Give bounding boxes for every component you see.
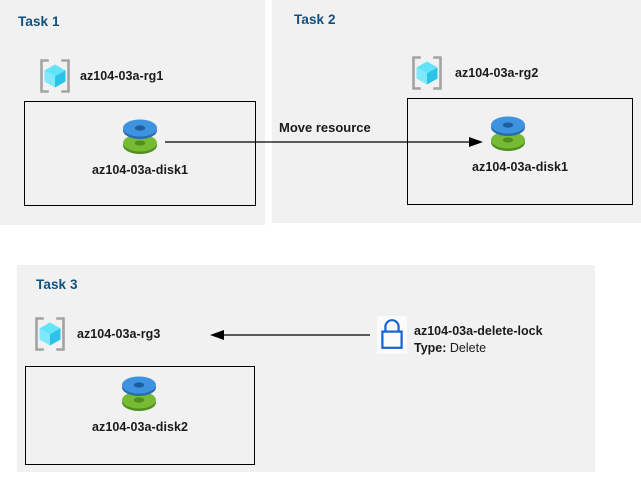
task1-resource-group-label: az104-03a-rg1 [80,69,164,83]
task1-disk-label: az104-03a-disk1 [92,163,188,177]
managed-disk-icon [119,116,161,156]
lock-icon [377,316,407,354]
delete-lock-type-value: Delete [449,341,487,355]
resource-group-icon [408,54,446,92]
delete-lock-name: az104-03a-delete-lock [414,324,543,338]
task2-disk-label: az104-03a-disk1 [472,160,568,174]
task3-disk-label: az104-03a-disk2 [92,420,188,434]
delete-lock-type: Type: Delete [414,341,486,355]
delete-lock-type-key: Type: [414,341,447,355]
task1-title: Task 1 [18,14,60,29]
managed-disk-icon [118,373,160,413]
move-resource-label: Move resource [279,120,371,135]
task2-title: Task 2 [294,12,336,27]
task2-panel [272,0,641,223]
managed-disk-icon [487,113,529,153]
task3-title: Task 3 [36,277,78,292]
task3-inner-box [25,366,255,465]
resource-group-icon [36,57,74,95]
task1-inner-box [24,101,256,206]
task3-resource-group-label: az104-03a-rg3 [77,327,161,341]
task1-panel [0,0,265,225]
task2-resource-group-label: az104-03a-rg2 [455,66,539,80]
task2-inner-box [407,98,633,205]
resource-group-icon [31,315,69,353]
task3-panel [17,265,595,472]
